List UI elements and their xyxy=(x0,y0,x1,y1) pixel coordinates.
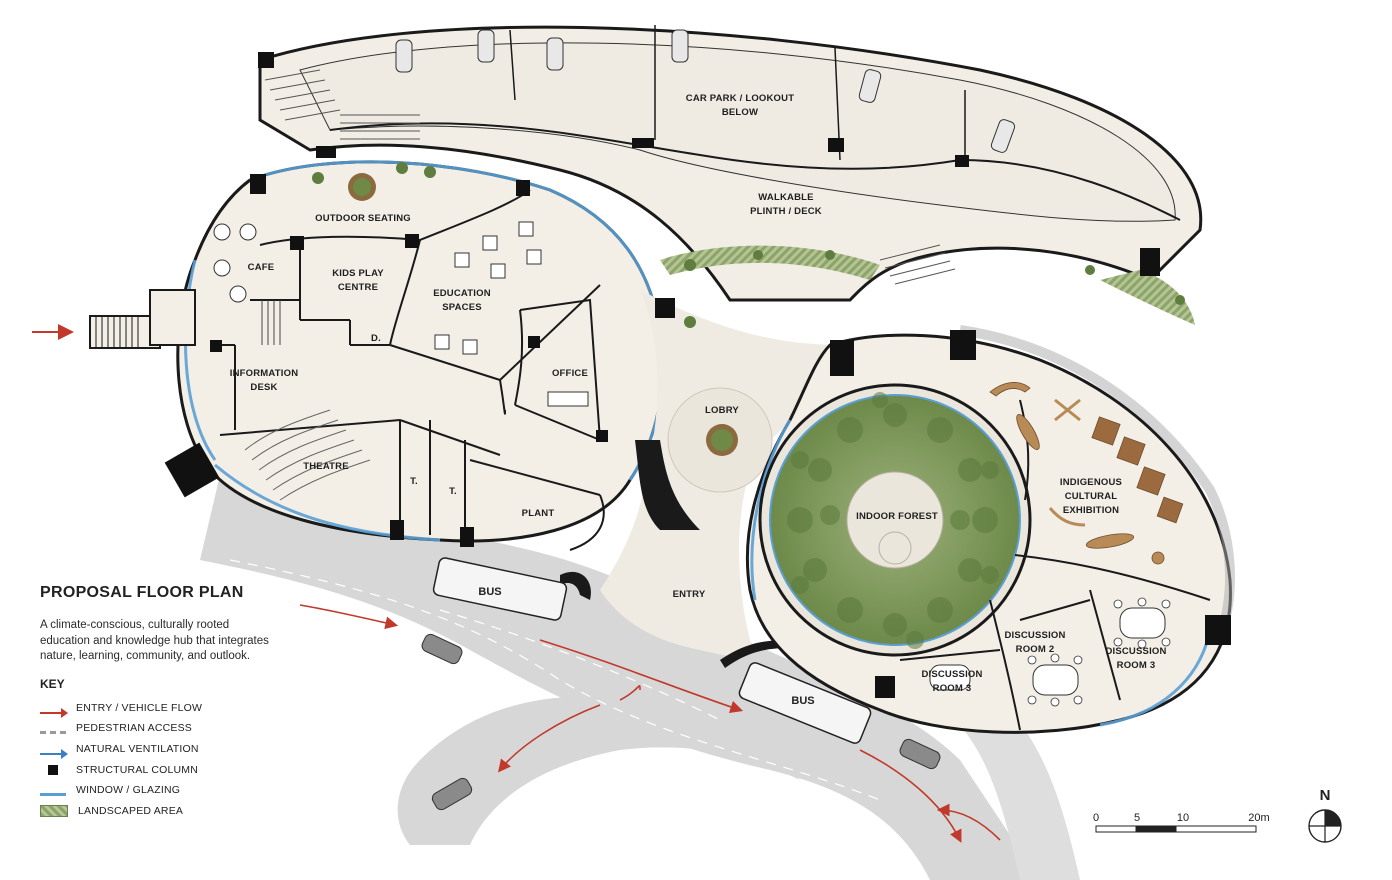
north-arrow-icon xyxy=(1308,809,1342,843)
key-structural-column: STRUCTURAL COLUMN xyxy=(40,759,280,780)
plant-label: PLANT xyxy=(522,508,555,519)
outdoor-seating-label: OUTDOOR SEATING xyxy=(315,213,411,224)
key-natural-ventilation: NATURAL VENTILATION xyxy=(40,739,280,760)
toilet-2-label: T. xyxy=(449,486,457,497)
dashed-line-icon xyxy=(40,730,66,734)
building-footprint xyxy=(89,25,1235,734)
structural-columns xyxy=(164,52,1231,698)
column-square-icon xyxy=(48,764,58,775)
bus-1 xyxy=(432,557,568,621)
scale-tick-5: 5 xyxy=(1134,812,1140,824)
legend-title: PROPOSAL FLOOR PLAN xyxy=(40,584,244,601)
bus-2 xyxy=(738,662,872,744)
indoor-forest-label: INDOOR FOREST xyxy=(856,511,938,522)
key-label: PEDESTRIAN ACCESS xyxy=(76,722,193,735)
key-window-glazing: WINDOW / GLAZING xyxy=(40,780,280,801)
store-label: D. xyxy=(371,333,381,344)
key-label: ENTRY / VEHICLE FLOW xyxy=(76,701,203,714)
scale-bar: 0 5 10 20m xyxy=(1093,812,1270,833)
legend-panel: PROPOSAL FLOOR PLAN A climate-conscious,… xyxy=(40,584,280,821)
bus-2-label: BUS xyxy=(791,695,814,707)
key-label: LANDSCAPED AREA xyxy=(78,804,184,817)
blue-arrow-icon xyxy=(40,748,68,759)
key-label: NATURAL VENTILATION xyxy=(76,742,199,755)
parked-cars xyxy=(395,29,1016,153)
landscape-hatch-icon xyxy=(40,804,68,817)
vehicle-flow-arrows xyxy=(32,324,1001,843)
red-arrow-icon xyxy=(40,707,68,718)
key-label: WINDOW / GLAZING xyxy=(76,784,181,797)
key-label: STRUCTURAL COLUMN xyxy=(76,763,199,776)
cafe-label: CAFE xyxy=(248,262,275,273)
scale-tick-0: 0 xyxy=(1093,812,1099,824)
road-network xyxy=(200,475,1080,880)
north-label: N xyxy=(1320,787,1331,804)
entry-label: ENTRY xyxy=(673,589,706,600)
scale-tick-20: 20m xyxy=(1248,812,1269,824)
legend-description: A climate-conscious, culturally rooted e… xyxy=(40,619,269,662)
key-landscaped-area: LANDSCAPED AREA xyxy=(40,800,280,821)
theatre-label: THEATRE xyxy=(303,461,349,472)
lobby-label: LOBRY xyxy=(705,405,739,416)
scale-tick-10: 10 xyxy=(1177,812,1189,824)
office-label: OFFICE xyxy=(552,368,588,379)
glazing-line-icon xyxy=(40,792,66,796)
road-cars xyxy=(421,633,941,811)
key-entry-vehicle-flow: ENTRY / VEHICLE FLOW xyxy=(40,698,280,719)
bus-1-label: BUS xyxy=(478,586,501,598)
toilet-1-label: T. xyxy=(410,476,418,487)
legend-key-heading: KEY xyxy=(40,676,65,691)
key-pedestrian-access: PEDESTRIAN ACCESS xyxy=(40,718,280,739)
